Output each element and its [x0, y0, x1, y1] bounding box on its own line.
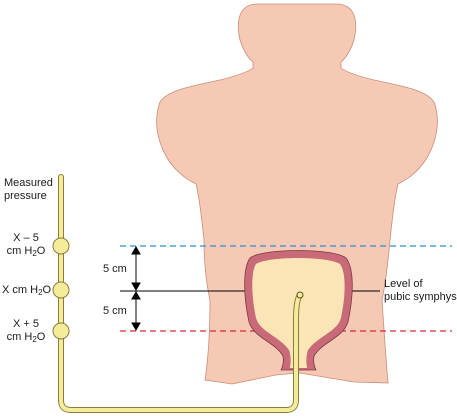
middle-pressure-label: X cm H2O [2, 284, 52, 297]
port-upper [52, 237, 70, 255]
gap-upper-label: 5 cm [103, 263, 127, 275]
port-middle [52, 281, 70, 299]
torso-silhouette [156, 3, 438, 385]
measured-pressure-label: Measured pressure [4, 177, 53, 202]
upper-pressure-label: X – 5 cm H2O [6, 232, 46, 258]
dimension-arrows [131, 245, 141, 332]
catheter-tip [296, 291, 304, 299]
catheter-tube [59, 175, 302, 412]
lower-pressure-label: X + 5 cm H2O [6, 318, 46, 344]
pubic-symphysis-label: Level of pubic symphysis [384, 278, 457, 303]
port-lower [52, 322, 70, 340]
gap-lower-label: 5 cm [103, 305, 127, 317]
